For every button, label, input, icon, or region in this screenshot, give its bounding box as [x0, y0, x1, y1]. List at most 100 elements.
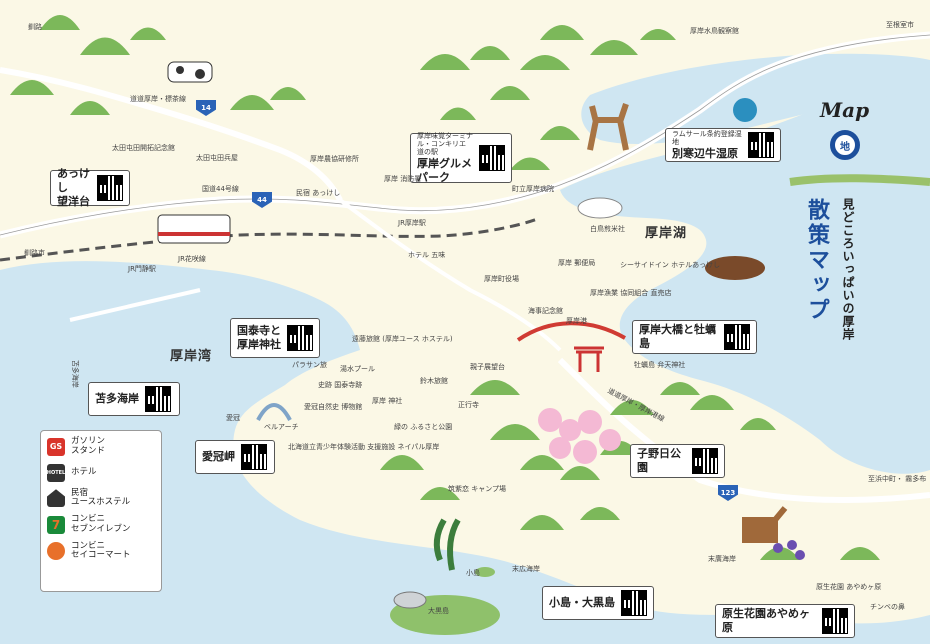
train-stripe — [158, 232, 230, 236]
route-14-marker: 14 — [196, 100, 216, 116]
route-123-marker: 123 — [718, 485, 738, 501]
qr-code-icon[interactable] — [97, 175, 123, 201]
horse — [742, 506, 788, 543]
hotel-icon: HOTEL — [47, 463, 65, 482]
legend-label: コンビニ セブンイレブン — [71, 514, 131, 534]
swan — [577, 197, 623, 219]
qr-code-icon[interactable] — [822, 608, 848, 634]
seal — [393, 591, 427, 609]
label-kankou: 町立厚岸病院 — [512, 185, 554, 193]
spot-aikappu[interactable]: 愛冠岬 — [195, 440, 275, 474]
spot-ohashi[interactable]: 厚岸大橋と牡蠣島 — [632, 320, 757, 354]
qr-code-icon[interactable] — [748, 132, 774, 158]
qr-code-icon[interactable] — [287, 325, 313, 351]
akkeshi-bay-label: 厚岸湾 — [170, 349, 213, 364]
route-44-marker: 44 — [252, 192, 272, 208]
hills — [10, 15, 880, 560]
spot-name: 苫多海岸 — [95, 392, 139, 406]
label-camp: 筑紫恋 キャンプ場 — [448, 485, 507, 493]
label-hotel-goyo: ホテル 五味 — [408, 251, 446, 259]
deer — [587, 103, 629, 151]
label-suehiro: 末広海岸 — [512, 565, 540, 573]
route-14-road — [0, 67, 343, 202]
legend-label: ガソリン スタンド — [71, 436, 106, 456]
qr-code-icon[interactable] — [241, 444, 267, 470]
spot-name: 原生花園あやめヶ原 — [722, 607, 810, 634]
bell-arch — [256, 403, 292, 421]
spot-name: 厚岸グルメ パーク — [417, 156, 472, 184]
map-title-main: 散策マップ — [804, 198, 829, 323]
spot-text: 厚岸味覚ターミナル・コンキリエ 道の駅 厚岸グルメ パーク — [417, 132, 473, 185]
label-oyako: 親子展望台 — [470, 363, 505, 371]
qr-code-icon[interactable] — [621, 590, 647, 616]
spot-subtitle: 厚岸味覚ターミナル・コンキリエ 道の駅 — [417, 131, 473, 157]
map-pin-icon: 地 — [830, 130, 860, 160]
spot-kotamisaki[interactable]: 苫多海岸 — [88, 382, 180, 416]
label-ota-heisha: 太田屯田兵屋 — [196, 154, 238, 162]
label-shobo: 厚岸 消防署 — [384, 175, 422, 183]
qr-code-icon[interactable] — [479, 145, 505, 171]
map-pin-char: 地 — [840, 141, 850, 153]
label-haku-kyoukai: 遠藤旅館 (厚岸ユース ホステル) — [352, 335, 453, 343]
spot-name: 厚岸大橋と牡蠣島 — [639, 323, 716, 350]
spot-akkeshi-bosendai[interactable]: あっけし 望洋台 — [50, 167, 130, 208]
label-akkeshi-port: 厚岸港 — [566, 317, 587, 325]
spot-subtitle: ラムサール条約登録湿地 — [672, 129, 742, 147]
label-jr-monshizu: JR門静駅 — [128, 265, 156, 273]
label-shiseki: 史跡 国泰寺跡 — [318, 381, 363, 389]
label-ohashi-shrine: 牡蠣島 弁天神社 — [634, 361, 686, 369]
label-akkeshi-minshuku: 民宿 あっけし — [296, 189, 341, 197]
label-gyokyo: 厚岸漁業 協同組合 直売店 — [590, 289, 672, 297]
route-44-road-edge — [0, 34, 930, 236]
label-nemuro: 至根室市 — [886, 21, 914, 29]
spot-konohi[interactable]: 子野日公園 — [630, 444, 725, 478]
spot-betsukan[interactable]: ラムサール条約登録湿地 別寒辺牛湿原 — [665, 128, 781, 162]
title-brush — [789, 174, 930, 186]
label-ota-kinenkan: 太田屯田開拓記念館 — [112, 144, 175, 152]
qr-code-icon[interactable] — [692, 448, 718, 474]
spot-name: 子野日公園 — [637, 447, 681, 474]
label-route44: 国道44号線 — [202, 185, 239, 193]
seaweed — [433, 518, 461, 571]
legend-row: HOTEL ホテル — [47, 463, 155, 482]
legend-row: 民宿 ユースホステル — [47, 488, 155, 509]
iris-flowers — [773, 540, 805, 560]
minshuku-icon — [47, 489, 65, 508]
label-kaiji: 海事記念館 — [528, 307, 563, 315]
qr-code-icon[interactable] — [145, 386, 171, 412]
legend-label: ホテル — [71, 466, 97, 477]
label-bell: ベルアーチ — [264, 423, 299, 431]
label-tomitaka: 苫多海岸 — [70, 359, 79, 388]
label-midori: 緑の ふるさと公園 — [394, 423, 453, 431]
label-yuyu: 湯水プール — [340, 365, 375, 373]
gas-station-icon: GS — [47, 437, 65, 456]
seicomart-icon — [47, 542, 65, 561]
spot-text: ラムサール条約登録湿地 別寒辺牛湿原 — [672, 130, 742, 161]
map-legend: GS ガソリン スタンド HOTEL ホテル 民宿 ユースホステル 7 コンビニ… — [40, 430, 162, 592]
spot-kokutaiji[interactable]: 国泰寺と 厚岸神社 — [230, 318, 320, 358]
cherry-blossom-trees — [538, 408, 621, 464]
railway-line — [0, 216, 541, 262]
legend-row: GS ガソリン スタンド — [47, 436, 155, 457]
spot-kojima[interactable]: 小島・大黒島 — [542, 586, 654, 620]
label-shiryokan: 愛冠自然史 博物館 — [304, 403, 363, 411]
label-kumiai: 厚岸農協研修所 — [310, 155, 359, 163]
qr-code-icon[interactable] — [724, 324, 750, 350]
label-hamanaka: 至浜中町・ 霧多布 — [868, 475, 927, 483]
spot-ayame[interactable]: 原生花園あやめヶ原 — [715, 604, 855, 638]
spot-gourmet-park[interactable]: 厚岸味覚ターミナル・コンキリエ 道の駅 厚岸グルメ パーク — [410, 132, 512, 185]
label-shonen: 北海道立青少年体験活動 支援施設 ネイパル厚岸 — [288, 443, 440, 451]
legend-row: 7 コンビニ セブンイレブン — [47, 514, 155, 535]
label-kokutai-jinja: 厚岸 神社 — [372, 397, 403, 405]
spot-name: 国泰寺と 厚岸神社 — [237, 324, 281, 351]
legend-row: コンビニ セイコーマート — [47, 541, 155, 562]
label-genseikaen: 原生花園 あやめヶ原 — [816, 583, 882, 591]
label-jr-akkeshi: JR厚岸駅 — [398, 219, 426, 227]
torii-gate — [574, 346, 604, 372]
cows — [167, 61, 213, 83]
map-title-block: Map 地 散策マップ 見どころいっぱいの厚岸 — [790, 90, 890, 370]
label-jr-kaika: JR花咲線 — [178, 255, 206, 263]
route-123-road — [557, 357, 930, 503]
lake-north-water — [581, 53, 930, 145]
label-kushiro-left: 釧路市 — [24, 249, 45, 257]
